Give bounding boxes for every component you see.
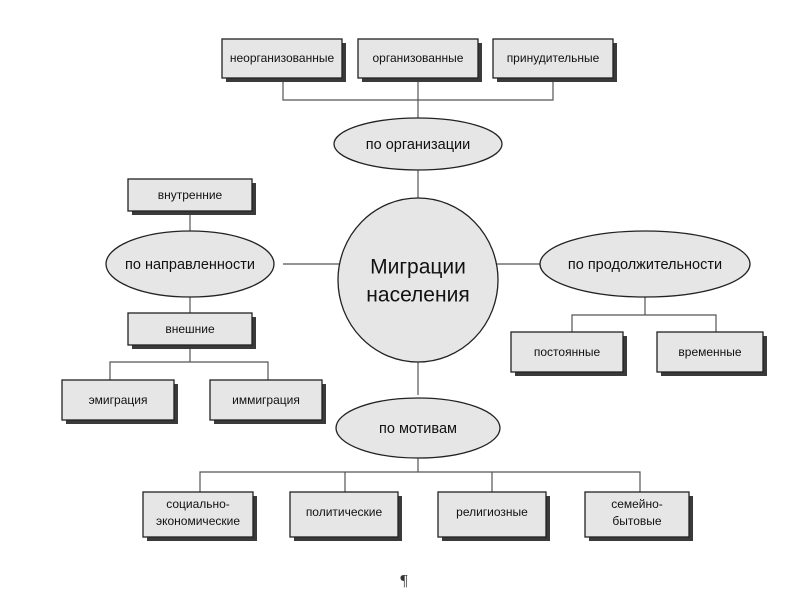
organization-boxes: неорганизованные организованные принудит…	[221, 38, 617, 82]
oval-by-direction	[105, 230, 275, 298]
connector-organization	[282, 82, 554, 118]
box-forced-label: принудительные	[507, 51, 600, 65]
box-religious-label: религиозные	[456, 505, 528, 519]
connectors	[109, 82, 717, 492]
box-socio-economic-line2: экономические	[156, 514, 240, 528]
oval-by-motives-label: по мотивам	[379, 421, 457, 437]
connector-external-items	[109, 345, 269, 380]
box-organized	[357, 38, 479, 79]
pilcrow-mark: ¶	[400, 573, 408, 590]
box-immigration	[209, 379, 323, 421]
box-temporary-label: временные	[678, 345, 742, 359]
box-emigration	[61, 379, 175, 421]
connector-duration-items	[571, 297, 717, 332]
box-immigration-label: иммиграция	[232, 393, 300, 407]
oval-by-duration-label: по продолжительности	[568, 257, 722, 273]
box-external-label: внешние	[165, 322, 215, 336]
box-organized-label: организованные	[373, 51, 464, 65]
box-religious	[437, 491, 547, 538]
box-political	[289, 491, 399, 538]
box-unorganized	[221, 38, 343, 79]
box-socio-economic-line1: социально-	[166, 497, 230, 511]
box-unorganized-label: неорганизованные	[230, 51, 335, 65]
oval-by-duration	[539, 230, 751, 298]
box-permanent	[510, 331, 624, 373]
oval-by-motives	[335, 397, 501, 459]
box-family-household-line2: бытовые	[612, 514, 662, 528]
center-title-line2: населения	[366, 284, 469, 307]
box-internal	[127, 178, 253, 212]
center-circle	[337, 197, 499, 363]
box-family-household-line1: семейно-	[611, 497, 663, 511]
oval-by-organization	[333, 117, 503, 171]
box-socio-economic	[142, 491, 254, 538]
box-permanent-label: постоянные	[534, 345, 601, 359]
center-title-line1: Миграции	[370, 256, 466, 279]
box-family-household	[584, 491, 690, 538]
box-political-label: политические	[306, 505, 383, 519]
oval-by-direction-label: по направленности	[125, 257, 255, 273]
box-internal-label: внутренние	[158, 188, 223, 202]
box-temporary	[656, 331, 764, 373]
box-emigration-label: эмиграция	[89, 393, 148, 407]
oval-by-organization-label: по организации	[366, 137, 470, 153]
box-forced	[492, 38, 614, 79]
box-external	[127, 312, 253, 346]
connector-motives-items	[199, 458, 641, 492]
